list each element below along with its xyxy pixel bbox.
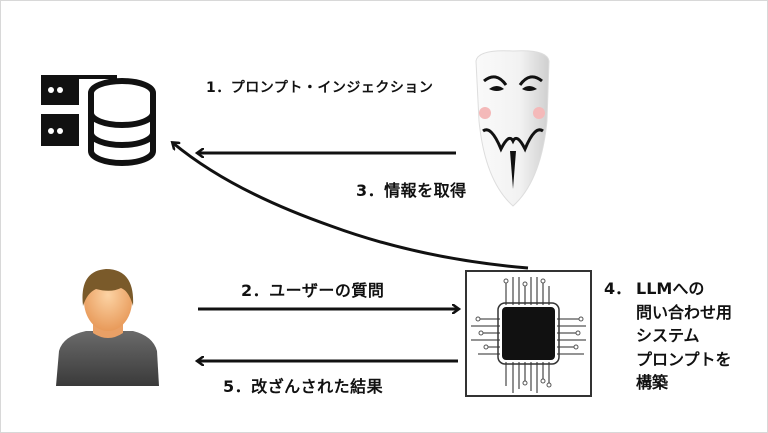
step4-line: システム: [636, 326, 700, 345]
step5-label: 5．改ざんされた結果: [223, 377, 384, 396]
step1-label: 1．プロンプト・インジェクション: [206, 80, 434, 96]
user-avatar-icon: [56, 269, 159, 386]
database-server-icon: [41, 75, 156, 166]
step4-line: 問い合わせ用: [636, 302, 733, 322]
step4-line: プロンプトを: [636, 349, 732, 369]
step4-number: 4．: [604, 279, 632, 298]
step3-label: 3．情報を取得: [356, 181, 467, 200]
step4-line: LLMへの: [636, 279, 705, 298]
guy-fawkes-mask-icon: [475, 50, 550, 207]
cpu-chip-icon: [465, 270, 592, 397]
arrow-retrieve-info: [173, 143, 529, 270]
step4-label: 4． LLMへの 問い合わせ用 システム プロンプトを 構築: [604, 277, 732, 395]
step4-line: 構築: [636, 373, 669, 392]
step2-label: 2．ユーザーの質問: [241, 281, 385, 300]
